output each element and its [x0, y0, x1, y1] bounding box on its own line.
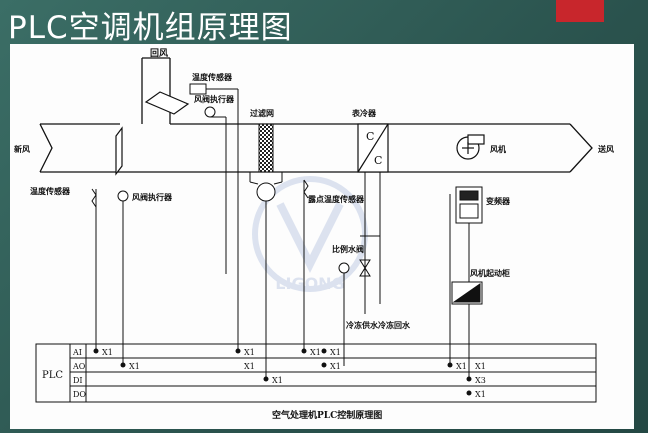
slide-title: PLC空调机组原理图: [8, 10, 293, 46]
label-supply-air: 送风: [597, 144, 614, 154]
plc-point-10: X1: [475, 362, 486, 371]
fan-starter-icon: [451, 281, 483, 305]
plc-point-6: X1: [310, 348, 321, 357]
plc-row-di: DI: [73, 376, 83, 385]
plc-terminal-block: [35, 343, 597, 403]
plc-point-11: X3: [475, 376, 486, 385]
accent-block: [556, 0, 604, 22]
plc-row-do: DO: [73, 390, 86, 399]
plc-point-1: X1: [102, 348, 113, 357]
label-temp-sensor-return: 温度传感器: [192, 72, 233, 82]
label-proportional-valve: 比例水阀: [332, 244, 364, 254]
label-dew-point-sensor: 露点温度传感器: [308, 194, 365, 204]
coil-label-c2: C: [374, 154, 382, 167]
plc-point-4: X1: [244, 362, 255, 371]
fan-icon: [456, 134, 485, 160]
dew-point-sensor-icon: [303, 179, 309, 199]
diagram-caption: 空气处理机PLC控制原理图: [272, 409, 382, 421]
control-wiring: [95, 88, 470, 380]
plc-point-9: X1: [456, 362, 467, 371]
plc-point-5: X1: [272, 376, 283, 385]
temp-sensor-return-icon: [189, 83, 207, 95]
watermark-text: LIGONG: [275, 274, 344, 293]
damper-fresh: [115, 126, 123, 176]
label-cooler: 表冷器: [351, 108, 377, 118]
plc-schematic: LIGONG C C: [14, 48, 614, 421]
plc-point-3: X1: [244, 348, 255, 357]
plc-label: PLC: [42, 370, 63, 381]
plc-point-7: X1: [330, 348, 341, 357]
frequency-converter-icon: [455, 186, 483, 224]
coil-label-c1: C: [366, 130, 374, 143]
air-duct: [39, 57, 593, 173]
label-fresh-air: 新风: [14, 144, 30, 154]
damper-return: [144, 91, 190, 115]
label-damper-actuator-top: 风阀执行器: [194, 94, 235, 104]
plc-row-ai: AI: [72, 348, 82, 357]
temp-sensor-fresh-icon: [91, 188, 97, 208]
damper-actuator-left-icon: [117, 190, 129, 202]
watermark: LIGONG: [252, 176, 368, 293]
cooler-coil: [357, 123, 389, 173]
label-frequency-converter: 变频器: [486, 196, 511, 206]
label-fan-starter: 风机起动柜: [470, 268, 510, 278]
label-fan: 风机: [490, 144, 506, 154]
label-chilled-water: 冷冻供水冷冻回水: [346, 320, 411, 330]
plc-connection-dots: [93, 348, 472, 396]
plc-row-ao: AO: [72, 362, 86, 371]
label-damper-actuator-left: 风阀执行器: [132, 192, 173, 202]
label-return-air: 回风: [150, 48, 168, 59]
filter-mesh: [258, 123, 274, 173]
label-temp-sensor-fresh: 温度传感器: [30, 186, 71, 196]
plc-point-8: X1: [330, 362, 341, 371]
plc-point-12: X1: [475, 390, 486, 399]
label-filter: 过滤网: [250, 108, 274, 118]
damper-actuator-top-icon: [204, 106, 216, 118]
diagram-panel: LIGONG C C: [10, 44, 634, 429]
plc-point-2: X1: [129, 362, 140, 371]
